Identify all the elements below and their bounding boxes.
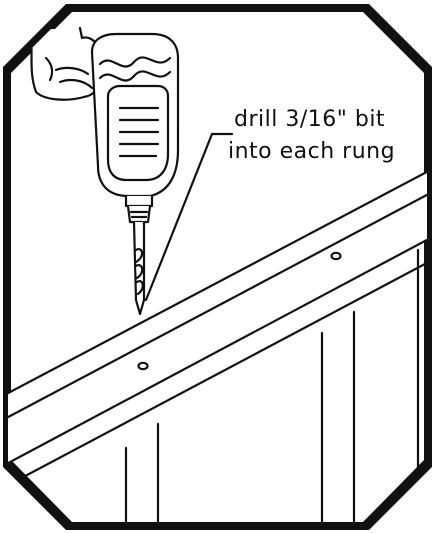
- callout-line-1: drill 3/16" bit: [234, 107, 385, 132]
- callout-line-2: into each rung: [228, 139, 395, 164]
